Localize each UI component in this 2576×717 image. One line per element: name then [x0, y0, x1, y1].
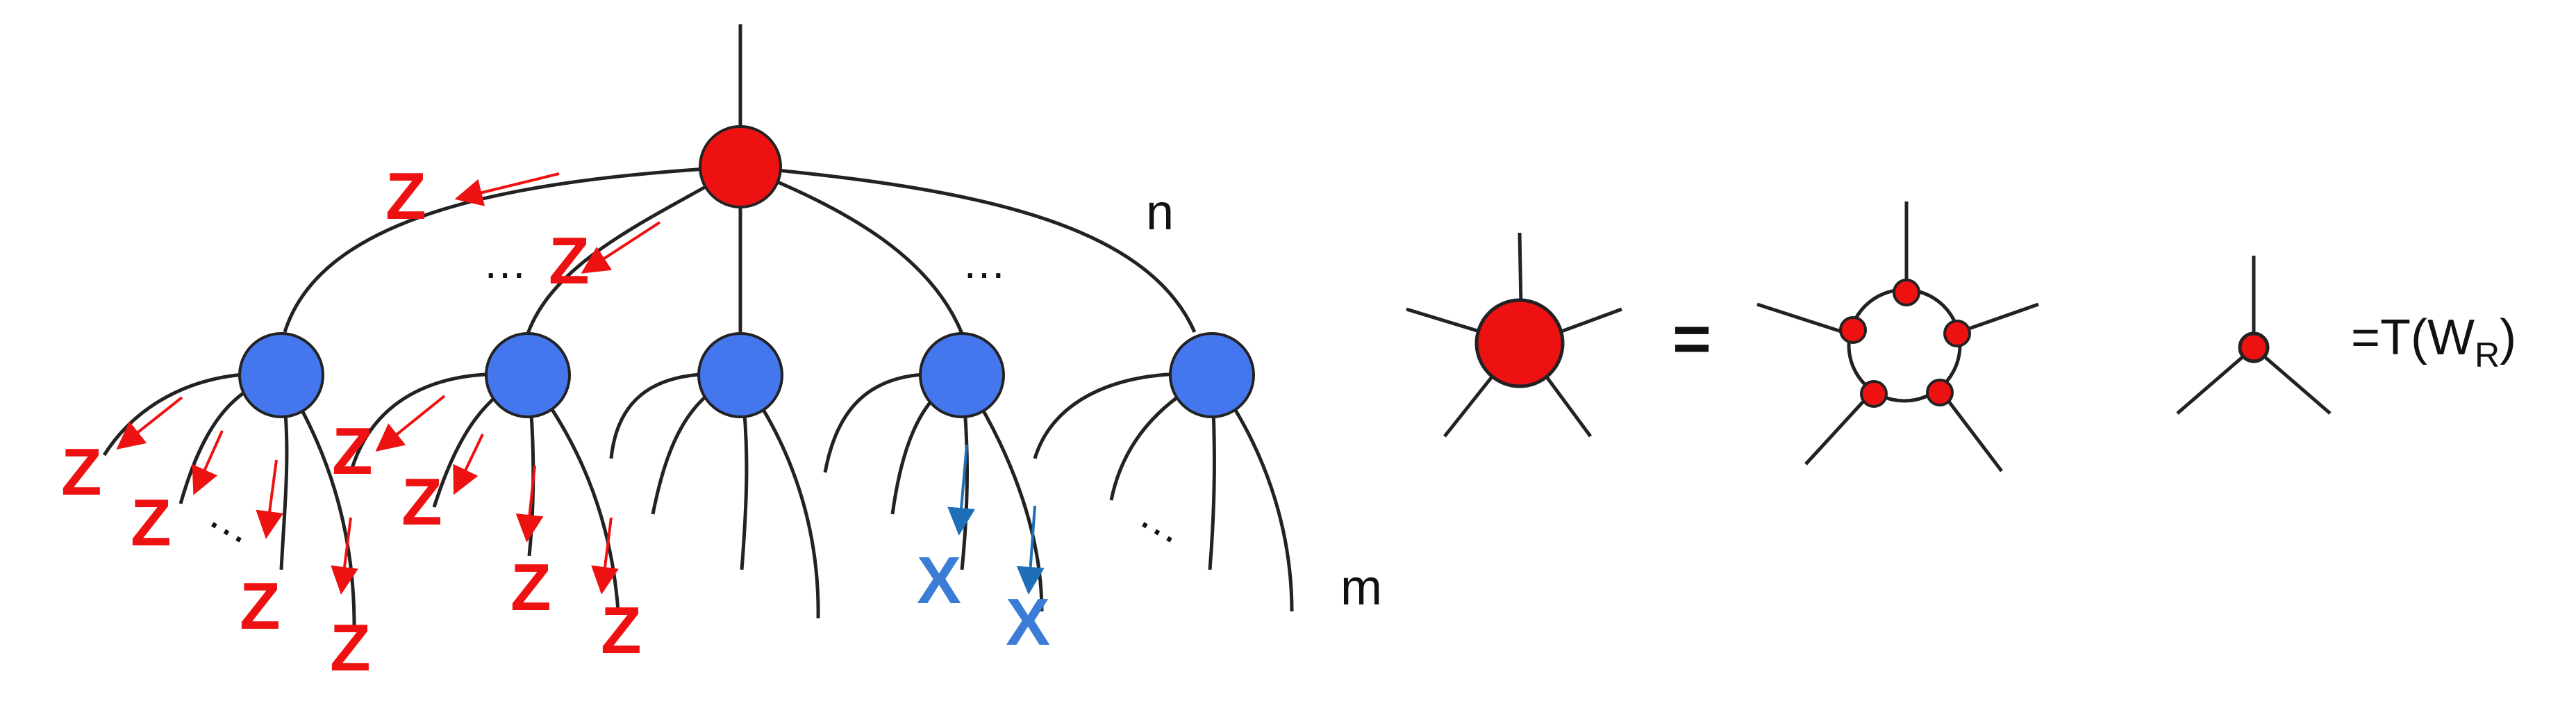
label-m: m: [1340, 560, 1382, 616]
tensor-def-suffix: ): [2500, 310, 2516, 365]
arrow-c1-4: [331, 517, 358, 595]
arrow-c2-2: [453, 434, 484, 495]
ellipsis-leaves-left: …: [201, 488, 265, 554]
big-tensor: [1406, 232, 1622, 438]
z-label: Z: [385, 159, 426, 233]
root-node: [699, 125, 782, 208]
arrow-root-mid: [581, 221, 661, 274]
arrow-c1-3: [256, 459, 283, 539]
three-leg-tensor: [2176, 256, 2332, 415]
tensor-def-prefix: =T(W: [2351, 310, 2475, 365]
arrow-c2-3: [515, 465, 544, 543]
z-label: Z: [131, 486, 172, 560]
root-edge-5: [740, 165, 1197, 333]
tensor-def-sub: R: [2475, 336, 2500, 374]
z-label: Z: [330, 611, 371, 685]
root-edge-4: [740, 165, 964, 334]
ring-node: [1926, 379, 1954, 406]
arrow-c4-4: [1016, 505, 1045, 595]
three-leg-node: [2238, 331, 2270, 363]
blue-arrows: [947, 444, 1045, 595]
arrow-root-left: [454, 172, 560, 206]
child-node-2: [485, 332, 571, 418]
arrow-c4-3: [947, 444, 976, 536]
ring-node: [1860, 380, 1888, 408]
ring-tensor: [1756, 201, 2039, 472]
z-label: Z: [332, 414, 373, 488]
arrow-c1-2: [192, 430, 224, 495]
big-tensor-node: [1474, 298, 1565, 388]
z-label: Z: [240, 569, 281, 643]
ellipsis-top-left: …: [483, 238, 527, 288]
arrow-c2-4: [591, 517, 619, 595]
child-node-4: [919, 332, 1005, 418]
tree-nodes: [238, 125, 1255, 418]
ellipsis-top-right: …: [962, 238, 1006, 288]
z-label: Z: [510, 550, 551, 625]
ring-small-nodes: [1839, 279, 1971, 408]
x-label: X: [917, 543, 961, 618]
z-label: Z: [401, 465, 442, 539]
child-node-5: [1169, 332, 1255, 418]
ellipsis-leaves-right: …: [1132, 488, 1195, 554]
tree-edges: [102, 24, 1294, 626]
z-label: Z: [61, 435, 102, 509]
label-n: n: [1146, 185, 1174, 240]
equals-sign: =: [1672, 302, 1711, 376]
ring-node: [1893, 279, 1920, 306]
root-edge-1: [283, 165, 741, 333]
tensor-definition: =T(WR): [2351, 310, 2516, 374]
z-label: Z: [549, 224, 590, 298]
child-node-1: [238, 332, 324, 418]
ring-node: [1839, 316, 1867, 344]
child-node-3: [697, 332, 783, 418]
ring-node: [1943, 320, 1971, 347]
arrow-c1-1: [116, 396, 183, 450]
arrow-c2-1: [375, 395, 446, 452]
z-label: Z: [601, 593, 642, 668]
red-arrows: [116, 172, 661, 595]
x-label: X: [1006, 585, 1050, 659]
